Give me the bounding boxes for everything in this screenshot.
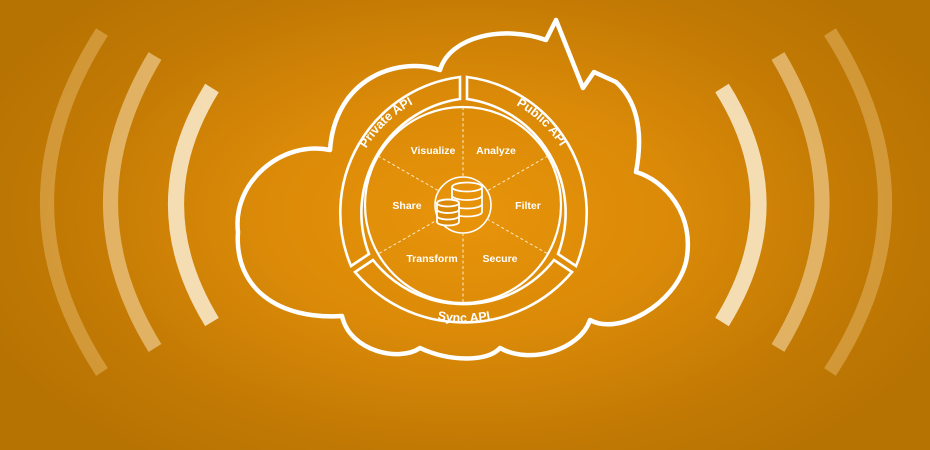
- signal-arc-right-outer: [824, 28, 892, 376]
- database-stack-icon: [436, 181, 483, 227]
- left-signal-arcs: [40, 28, 219, 376]
- wheel-dividers: [377, 107, 549, 303]
- signal-arc-right-inner: [715, 83, 767, 327]
- segment-label-transform: Transform: [406, 253, 457, 265]
- sync-api-label: Sync API: [437, 309, 492, 325]
- segment-label-analyze: Analyze: [476, 145, 516, 157]
- cloud-outline: [235, 17, 690, 361]
- signal-arc-left-inner: [168, 83, 219, 327]
- ring-segment-public: [465, 75, 588, 268]
- ring-segment-private: [339, 75, 462, 268]
- segment-labels: Visualize Analyze Filter Secure Transfor…: [392, 145, 540, 265]
- segment-label-share: Share: [392, 200, 421, 212]
- database-small-icon: [436, 198, 460, 227]
- outer-ring: [339, 75, 588, 324]
- signal-arc-left-outer: [40, 28, 108, 376]
- segment-label-secure: Secure: [482, 253, 517, 265]
- segment-label-filter: Filter: [515, 200, 541, 212]
- signal-arc-right-middle: [771, 52, 830, 352]
- right-signal-arcs: [715, 28, 892, 376]
- inner-wheel: [363, 105, 563, 305]
- segment-label-visualize: Visualize: [411, 145, 456, 157]
- signal-arc-left-middle: [103, 52, 162, 352]
- ring-segment-sync: [353, 258, 574, 324]
